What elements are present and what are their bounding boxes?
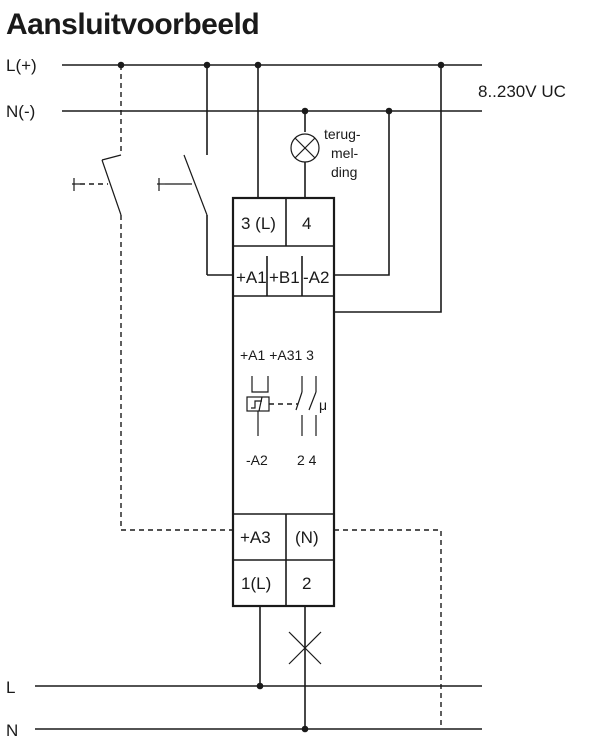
terminal-4-label: 4 xyxy=(302,214,311,233)
lamp-label-line-3: ding xyxy=(331,164,357,180)
lamp-label-line-2: mel- xyxy=(331,145,359,161)
wire-n-to-a2 xyxy=(334,111,390,276)
supply-voltage-label: 8..230V UC xyxy=(478,82,566,101)
internal-top-labels: +A1 +A31 3 xyxy=(240,347,314,363)
internal-bottom-right-label: 2 4 xyxy=(297,452,317,468)
terminal-b1-label: +B1 xyxy=(269,268,300,287)
rail-label-n-minus: N(-) xyxy=(6,102,35,121)
micro-gap-symbol: μ xyxy=(319,397,327,413)
pushbutton-right xyxy=(157,65,238,276)
rail-label-l-plus: L(+) xyxy=(6,56,37,75)
terminal-2-label: 2 xyxy=(302,574,311,593)
lamp-label-line-1: terug- xyxy=(324,126,361,142)
terminal-n-label: (N) xyxy=(295,528,319,547)
terminal-a2-label: -A2 xyxy=(303,268,329,287)
load-rail-label-l: L xyxy=(6,678,15,697)
relay-device xyxy=(231,196,336,608)
terminal-a1-label: +A1 xyxy=(236,268,267,287)
diagram-title: Aansluitvoorbeeld xyxy=(6,8,259,41)
terminal-a3-label: +A3 xyxy=(240,528,271,547)
internal-bottom-left-label: -A2 xyxy=(246,452,268,468)
feedback-lamp xyxy=(290,107,320,198)
load-lamp-icon xyxy=(288,631,322,665)
internal-schematic xyxy=(246,376,317,436)
wire-n-terminal-to-n-rail xyxy=(334,529,442,729)
load-rail-label-n: N xyxy=(6,721,18,740)
terminal-3-label: 3 (L) xyxy=(241,214,276,233)
terminal-1-label: 1(L) xyxy=(241,574,271,593)
pushbutton-left xyxy=(72,65,233,531)
